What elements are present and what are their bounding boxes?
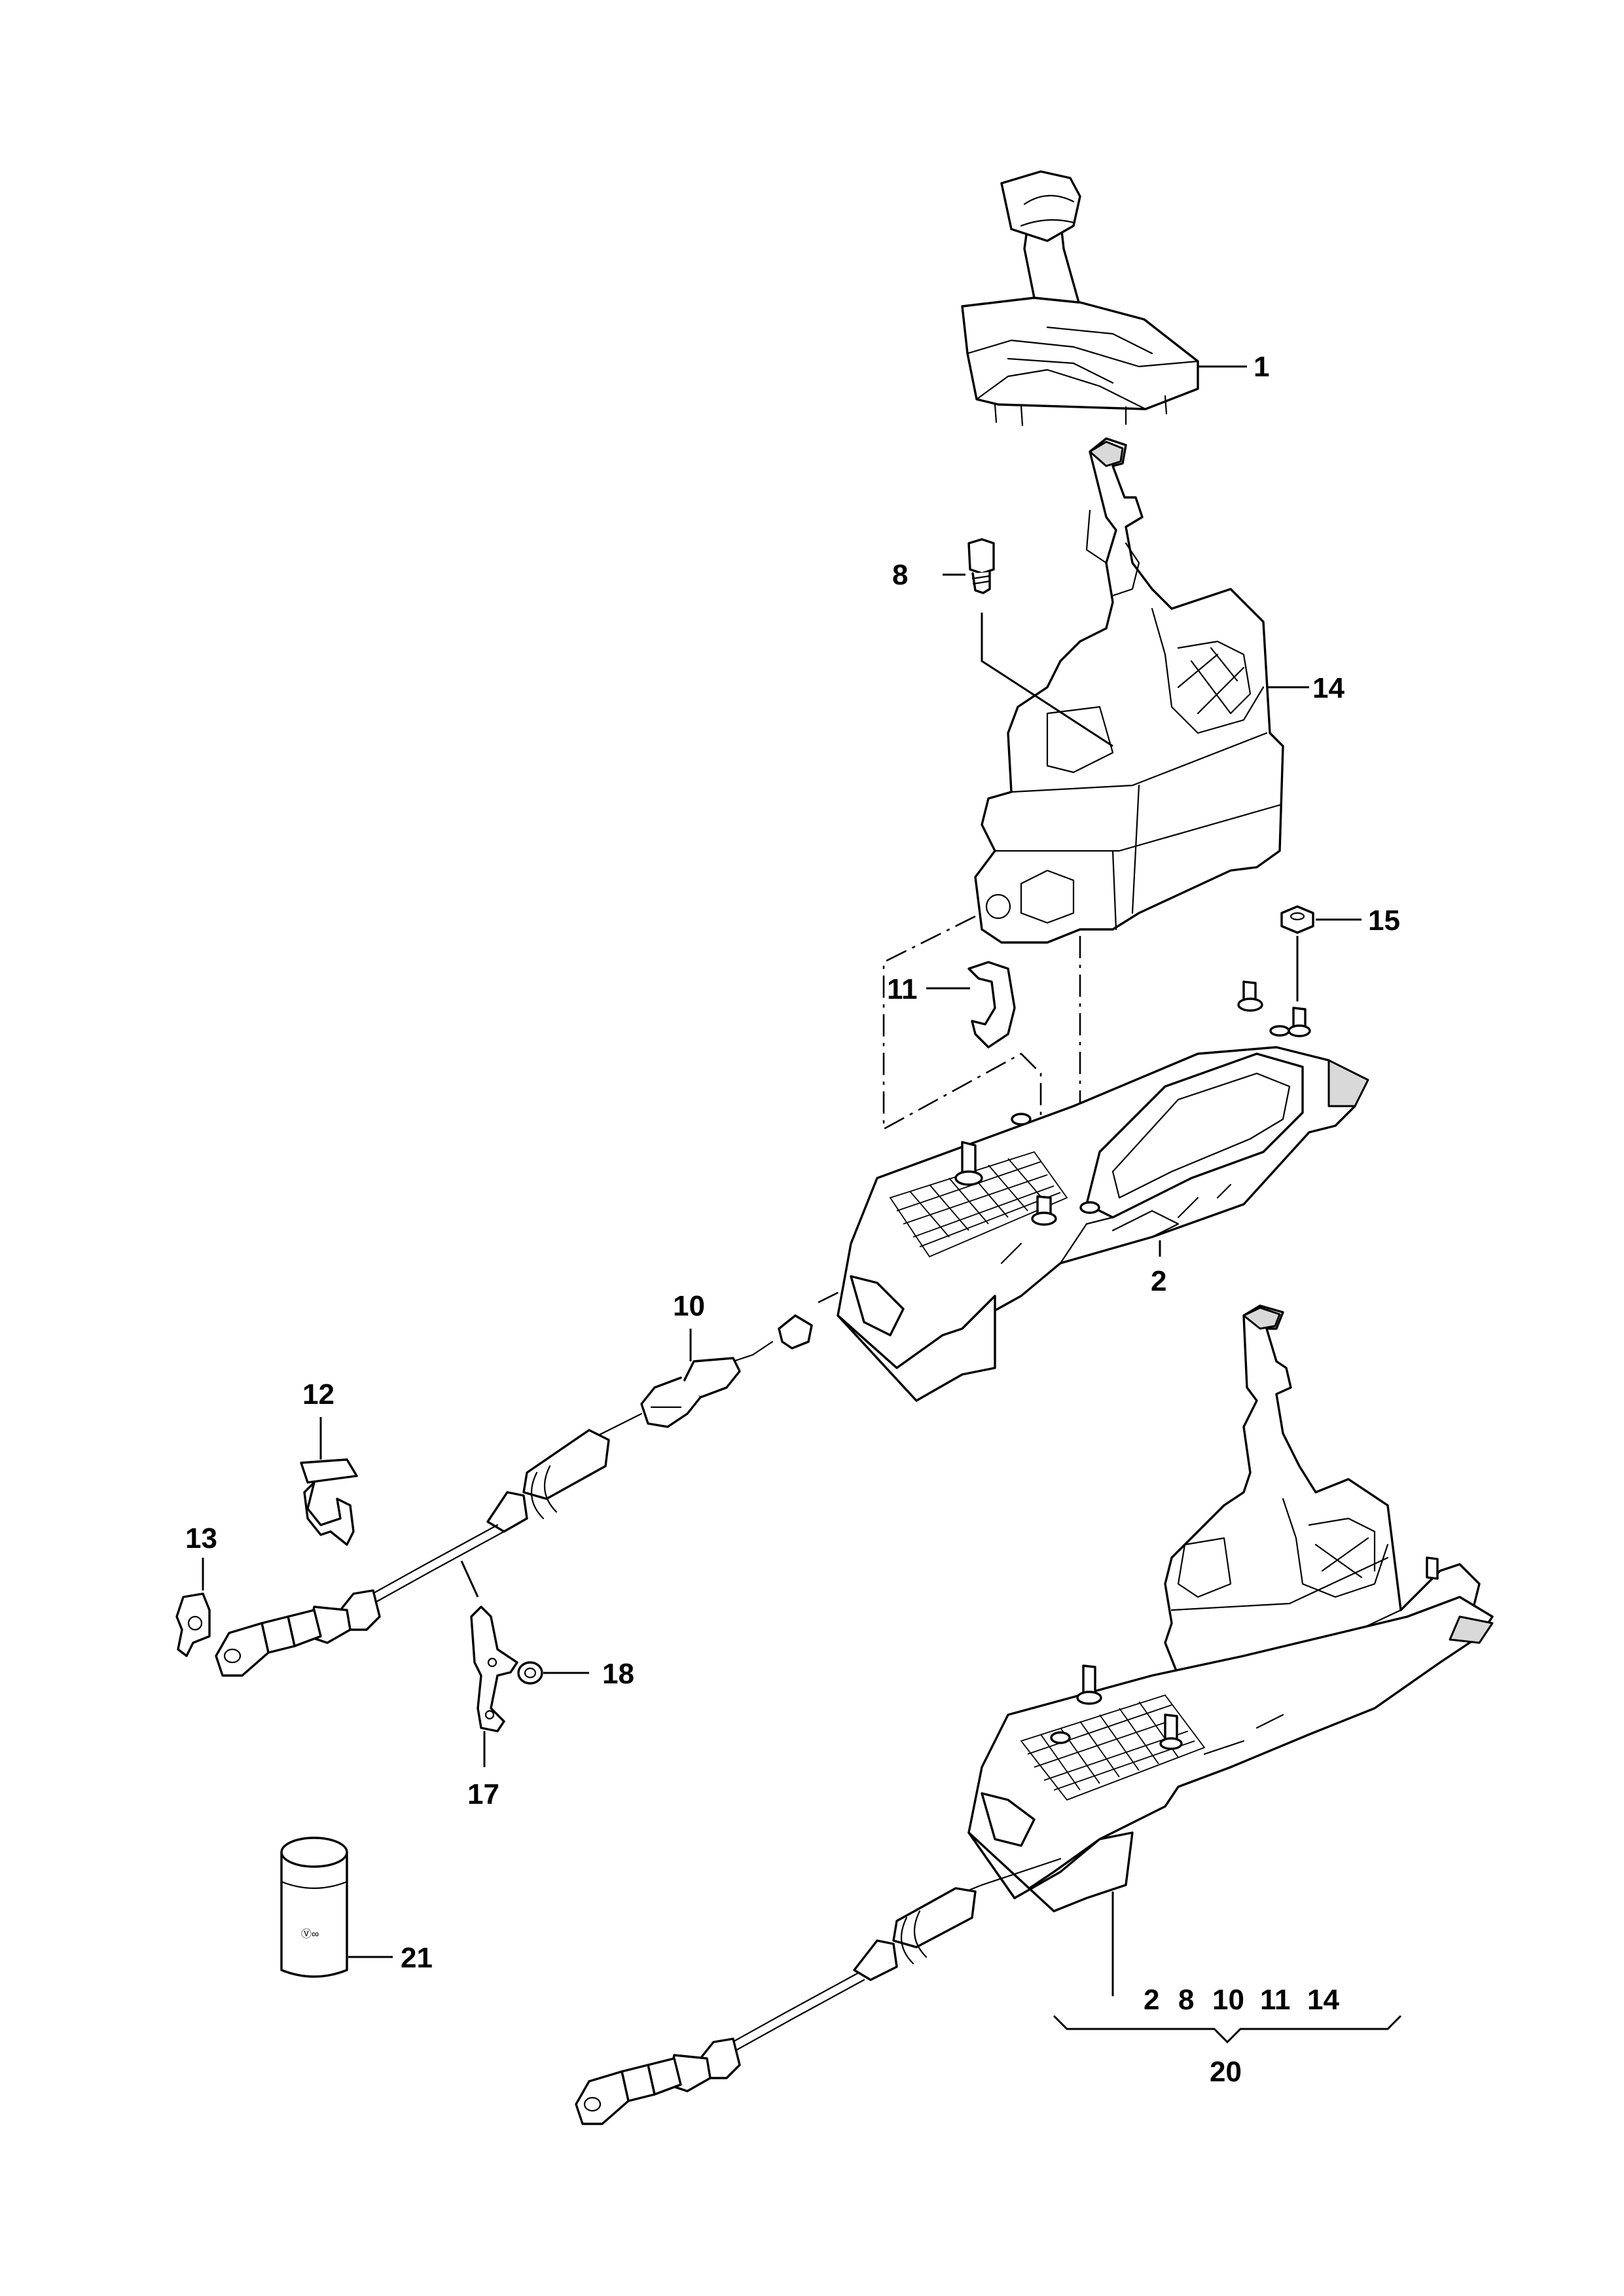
callout-11: 11 bbox=[887, 973, 918, 1005]
nut[interactable] bbox=[1280, 905, 1314, 1001]
callout-8: 8 bbox=[892, 559, 908, 591]
bolt[interactable] bbox=[967, 538, 1113, 747]
selector-assembly-complete[interactable] bbox=[575, 1304, 1494, 2125]
gear-selector-mechanism[interactable] bbox=[974, 437, 1284, 944]
small-nut[interactable] bbox=[517, 1661, 589, 1685]
callout-18: 18 bbox=[602, 1658, 634, 1690]
assembly-brace bbox=[1053, 2015, 1402, 2044]
callout-21: 21 bbox=[401, 1942, 433, 1974]
assembly-member-14: 14 bbox=[1307, 1984, 1339, 2016]
selector-housing[interactable] bbox=[837, 980, 1369, 1402]
callout-2: 2 bbox=[1151, 1265, 1166, 1297]
callout-13: 13 bbox=[185, 1522, 217, 1554]
selector-cable[interactable] bbox=[215, 1314, 813, 1677]
callout-12: 12 bbox=[302, 1378, 334, 1410]
callout-14: 14 bbox=[1312, 672, 1344, 704]
cable-clip[interactable] bbox=[300, 1417, 358, 1546]
callout-15: 15 bbox=[1368, 905, 1400, 937]
clip[interactable] bbox=[967, 961, 1016, 1049]
grease-can[interactable]: Ⓥ∞ bbox=[280, 1837, 393, 1978]
leader-lines bbox=[926, 365, 1362, 990]
callout-17: 17 bbox=[467, 1778, 499, 1810]
assembly-member-8: 8 bbox=[1178, 1984, 1194, 2016]
callout-10: 10 bbox=[673, 1290, 705, 1322]
shift-knob-boot[interactable] bbox=[961, 170, 1199, 427]
callout-1: 1 bbox=[1254, 351, 1269, 383]
assembly-member-10: 10 bbox=[1212, 1984, 1244, 2016]
brand-logo-icon: Ⓥ∞ bbox=[301, 1928, 319, 1940]
retaining-bracket[interactable] bbox=[460, 1560, 518, 1767]
callout-20: 20 bbox=[1210, 2056, 1242, 2088]
mounting-bracket[interactable] bbox=[175, 1558, 211, 1657]
assembly-member-11: 11 bbox=[1260, 1984, 1291, 2016]
callout-labels: 1 8 14 15 11 2 10 12 13 18 17 21 2 8 10 … bbox=[185, 351, 1400, 2088]
assembly-member-2: 2 bbox=[1144, 1984, 1159, 2016]
